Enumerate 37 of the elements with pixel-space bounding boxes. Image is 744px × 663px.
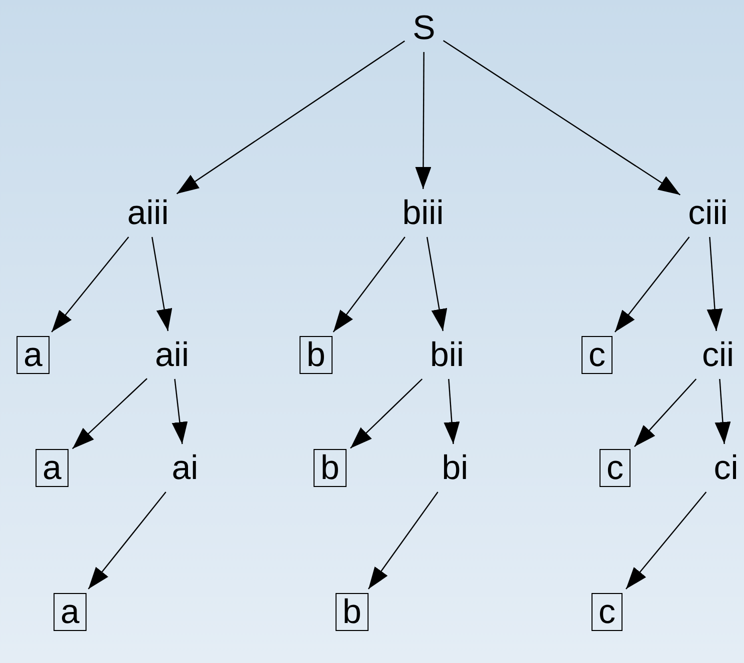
node-label: bi — [438, 448, 472, 488]
arrow — [444, 378, 460, 444]
arrow — [714, 378, 731, 444]
arrow — [626, 492, 707, 590]
terminal-box: b — [300, 336, 332, 374]
terminal-box: a — [54, 593, 86, 631]
node-label: ai — [168, 448, 202, 488]
arrow — [614, 236, 690, 332]
node-label: ciii — [684, 193, 732, 233]
terminal-box: b — [314, 449, 346, 487]
node-label: ci — [710, 448, 742, 488]
arrow — [426, 236, 448, 332]
arrow — [415, 52, 432, 189]
node-label: aii — [150, 335, 194, 375]
arrow — [706, 236, 723, 332]
arrow — [176, 40, 405, 194]
node-label: bii — [426, 335, 468, 375]
node-label: biii — [398, 193, 448, 233]
arrow — [350, 378, 423, 449]
terminal-box: a — [16, 336, 50, 374]
node-label: cii — [698, 335, 738, 375]
arrow — [151, 236, 172, 332]
arrow — [72, 378, 148, 450]
arrow — [443, 40, 680, 196]
arrow — [88, 492, 166, 590]
node-label: aiii — [123, 193, 173, 233]
arrow — [172, 378, 188, 444]
arrow — [51, 236, 130, 332]
terminal-box: c — [592, 593, 622, 631]
terminal-box: c — [582, 336, 612, 374]
terminal-box: c — [600, 449, 630, 487]
node-label: S — [408, 8, 440, 48]
arrow — [368, 492, 438, 590]
terminal-box: b — [336, 593, 368, 631]
terminal-box: a — [36, 449, 68, 487]
arrow — [332, 236, 406, 332]
arrow — [634, 378, 697, 447]
